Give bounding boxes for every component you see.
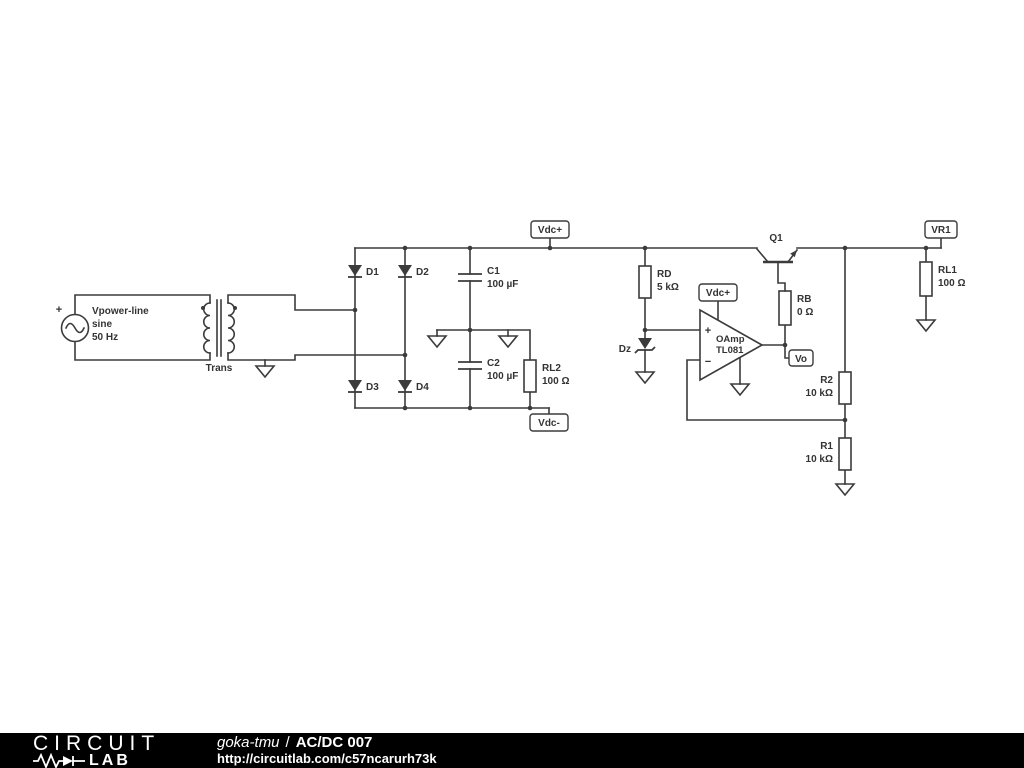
circuitlab-logo[interactable]: CIRCUIT LAB — [33, 733, 185, 768]
resistor-r1: R1 10 kΩ — [806, 437, 852, 471]
resistor-diode-icon — [33, 752, 85, 768]
diode-d2-label: D2 — [416, 267, 429, 278]
flag-vdc-plus-label: Vdc+ — [538, 225, 562, 236]
footer-bar: CIRCUIT LAB goka-tmu / AC/DC 007 http://ci… — [0, 733, 1024, 768]
diode-d1-label: D1 — [366, 267, 379, 278]
flag-vo: Vo — [788, 349, 814, 367]
resistor-rd: RD 5 kΩ — [638, 265, 679, 299]
voltage-source: + Vpower-line sine 50 Hz — [56, 304, 149, 343]
resistor-rl1: RL1 100 Ω — [919, 261, 965, 297]
transistor-q1-label: Q1 — [769, 233, 783, 244]
zener-dz-label: Dz — [619, 344, 631, 355]
resistor-rl2: RL2 100 Ω — [523, 359, 569, 393]
polarity-dot — [233, 306, 237, 310]
ground-icon — [834, 483, 856, 497]
cap-c1-name: C1 — [487, 266, 500, 277]
resistor-r2-name: R2 — [820, 375, 833, 386]
flag-vdc-minus: Vdc- — [529, 413, 569, 432]
diode-d4-label: D4 — [416, 382, 429, 393]
opamp-noninverting-input: + — [705, 325, 711, 337]
diode-d4: D4 — [398, 380, 429, 393]
secondary-coil — [227, 302, 236, 354]
cap-c1-value: 100 µF — [487, 279, 518, 290]
diode-d2: D2 — [398, 265, 429, 278]
circuit-title[interactable]: AC/DC 007 — [295, 733, 373, 751]
flag-vr1: VR1 — [924, 220, 958, 239]
circuit-title-line: goka-tmu / AC/DC 007 — [217, 734, 437, 751]
cap-c2-value: 100 µF — [487, 371, 518, 382]
source-wave-label: sine — [92, 319, 112, 330]
resistor-rb-name: RB — [797, 294, 811, 305]
resistor-rd-name: RD — [657, 269, 671, 280]
flag-opamp-supply-label: Vdc+ — [706, 288, 730, 299]
flag-opamp-supply: Vdc+ — [698, 283, 738, 302]
diode-d1: D1 — [348, 265, 379, 278]
zener-dz: Dz — [619, 338, 656, 355]
resistor-rb-value: 0 Ω — [797, 307, 813, 318]
ground-symbols — [254, 319, 937, 497]
ground-icon — [426, 335, 448, 349]
flag-vdc-minus-label: Vdc- — [538, 418, 560, 429]
opamp-inverting-input: − — [705, 356, 711, 368]
resistor-r2: R2 10 kΩ — [806, 371, 852, 405]
primary-coil — [202, 302, 211, 354]
title-separator: / — [285, 733, 290, 751]
resistor-r1-value: 10 kΩ — [806, 454, 833, 465]
logo-text-lab: LAB — [89, 751, 131, 768]
polarity-dot — [201, 306, 205, 310]
opamp: + − OAmp TL081 — [699, 308, 764, 382]
resistor-r1-name: R1 — [820, 441, 833, 452]
circuit-url[interactable]: http://circuitlab.com/c57ncarurh73k — [217, 751, 437, 767]
logo-text-circuit: CIRCUIT — [33, 731, 161, 755]
opamp-name: OAmp — [716, 334, 745, 345]
q1-collector — [755, 247, 770, 264]
schematic-canvas: + Vpower-line sine 50 Hz Trans D1 D2 D3 … — [56, 220, 965, 497]
source-polarity: + — [56, 304, 62, 316]
footer-meta: goka-tmu / AC/DC 007 http://circuitlab.com… — [217, 734, 437, 767]
junction-dots — [352, 245, 929, 423]
capacitor-c2: C2 100 µF — [458, 358, 518, 382]
resistor-rb: RB 0 Ω — [778, 290, 813, 326]
resistor-rl2-value: 100 Ω — [542, 376, 569, 387]
resistor-r2-value: 10 kΩ — [806, 388, 833, 399]
sine-wave-icon — [64, 322, 86, 334]
ground-icon — [634, 371, 656, 385]
cap-c2-name: C2 — [487, 358, 500, 369]
source-name-label: Vpower-line — [92, 306, 149, 317]
source-freq-label: 50 Hz — [92, 332, 118, 343]
flag-vdc-plus: Vdc+ — [530, 220, 570, 239]
diode-d3-label: D3 — [366, 382, 379, 393]
transistor-q1: Q1 — [755, 233, 799, 292]
opamp-part: TL081 — [716, 345, 744, 356]
flag-vr1-label: VR1 — [931, 225, 951, 236]
diode-d3: D3 — [348, 380, 379, 393]
capacitor-c1: C1 100 µF — [458, 266, 518, 290]
resistor-rd-value: 5 kΩ — [657, 282, 679, 293]
resistor-rl2-name: RL2 — [542, 363, 561, 374]
ground-icon — [915, 319, 937, 333]
transformer: Trans — [201, 299, 237, 374]
resistor-rl1-value: 100 Ω — [938, 278, 965, 289]
author-name[interactable]: goka-tmu — [217, 733, 280, 751]
ground-icon — [729, 383, 751, 397]
resistor-rl1-name: RL1 — [938, 265, 957, 276]
transformer-label: Trans — [206, 363, 233, 374]
ground-icon — [254, 365, 276, 379]
q1-base-lead — [777, 261, 786, 292]
ground-icon — [497, 335, 519, 349]
q1-emitter-arrow-icon — [790, 250, 797, 258]
flag-vo-label: Vo — [795, 354, 807, 365]
